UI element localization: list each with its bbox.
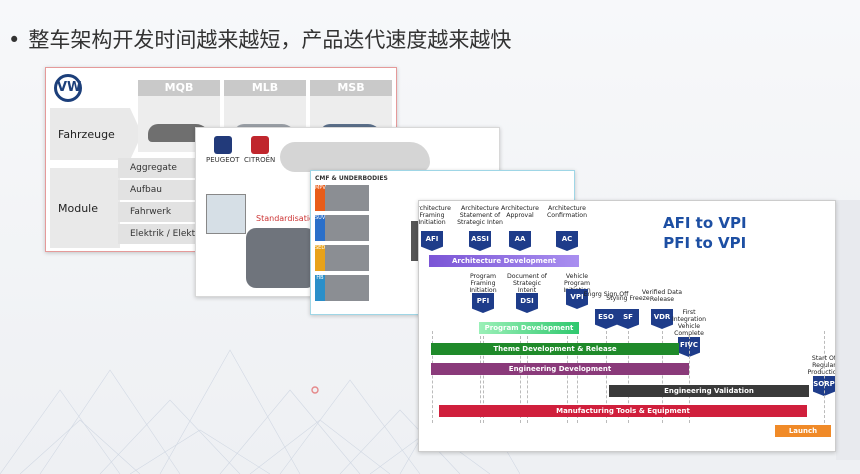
milestone-label: Architecture Statement of Strategic Inte… xyxy=(457,205,503,226)
milestone-badge-ac: AC xyxy=(556,231,578,251)
component-image xyxy=(206,194,246,234)
milestone-gridline xyxy=(824,331,825,423)
segment-label: SED xyxy=(315,245,326,251)
title-line-pfi-vpi: PFI to VPI xyxy=(663,234,747,252)
citroen-logo-icon: CITROËN xyxy=(244,136,275,164)
cmf-title: CMF & UNDERBODIES xyxy=(315,175,388,182)
segment-hb: HB xyxy=(315,275,369,301)
title-line-afi-vpi: AFI to VPI xyxy=(663,214,747,232)
milestone-gridline xyxy=(483,331,484,423)
peugeot-logo-icon: PEUGEOT xyxy=(206,136,239,164)
development-timeline-panel: AFI to VPI PFI to VPI Architecture Frami… xyxy=(418,200,836,452)
phase-bar: Engineering Validation xyxy=(609,385,809,397)
row-label-vehicles: Fahrzeuge xyxy=(50,108,130,160)
phase-bar: Manufacturing Tools & Equipment xyxy=(439,405,807,417)
engine-image xyxy=(246,228,316,288)
milestone-gridline xyxy=(480,331,481,423)
milestone-gridline xyxy=(432,331,433,423)
milestone-badge-eso: ESO xyxy=(595,309,617,329)
milestone-label: Architecture Framing Initiation xyxy=(418,205,451,226)
phase-bar: Program Development xyxy=(479,322,579,334)
milestone-badge-afi: AFI xyxy=(421,231,443,251)
milestone-label: Document of Strategic Intent xyxy=(507,273,547,294)
triangle-pattern-decoration xyxy=(0,349,520,474)
milestone-badge-vdr: VDR xyxy=(651,309,673,329)
headline-text: 整车架构开发时间越来越短，产品迭代速度越来越快 xyxy=(28,28,512,52)
milestone-badge-dsi: DSI xyxy=(516,293,538,313)
phase-bar: Theme Development & Release xyxy=(431,343,679,355)
milestone-label: Engrg Sign Off xyxy=(583,291,629,298)
milestone-gridline xyxy=(606,331,607,423)
phase-bar: Engineering Development xyxy=(431,363,689,375)
milestone-badge-assi: ASSI xyxy=(469,231,491,251)
milestone-gridline xyxy=(628,331,629,423)
milestone-gridline xyxy=(520,331,521,423)
milestone-gridline xyxy=(577,331,578,423)
milestone-badge-vpi: VPI xyxy=(566,289,588,309)
segment-sed: SED xyxy=(315,245,369,271)
segment-label: MPV xyxy=(315,185,326,191)
milestone-label: Architecture Approval xyxy=(501,205,539,219)
slide-headline: • 整车架构开发时间越来越短，产品迭代速度越来越快 xyxy=(8,24,511,54)
segment-mpv: MPV xyxy=(315,185,369,211)
citroen-brand-label: CITROËN xyxy=(244,156,276,164)
phase-bar: Launch xyxy=(775,425,831,437)
phase-bar: Architecture Development xyxy=(429,255,579,267)
milestone-gridline xyxy=(567,331,568,423)
milestone-label: Start Of Regular Production xyxy=(807,355,836,376)
right-edge-strip xyxy=(836,200,860,460)
peugeot-brand-label: PEUGEOT xyxy=(206,156,240,164)
milestone-label: First Integration Vehicle Complete xyxy=(671,309,707,337)
map-image xyxy=(280,142,430,172)
milestone-label: Verified Data Release xyxy=(641,289,683,303)
milestone-gridline xyxy=(689,331,690,423)
milestone-badge-pfi: PFI xyxy=(472,293,494,313)
milestone-label: Styling Freeze xyxy=(606,295,650,302)
platform-title: MLB xyxy=(224,80,306,96)
milestone-label: Architecture Confirmation xyxy=(546,205,588,219)
segment-suv: SUV xyxy=(315,215,369,241)
platform-title: MQB xyxy=(138,80,220,96)
milestone-badge-sf: SF xyxy=(617,309,639,329)
platform-title: MSB xyxy=(310,80,392,96)
milestone-label: Program Framing Initiation xyxy=(469,273,497,294)
milestone-gridline xyxy=(662,331,663,423)
segment-label: SUV xyxy=(315,215,326,221)
standardisation-caption: Standardisation xyxy=(256,214,320,223)
milestone-gridline xyxy=(527,331,528,423)
vw-logo-icon: VW xyxy=(54,74,82,102)
milestone-badge-aa: AA xyxy=(509,231,531,251)
row-label-modules: Module xyxy=(50,168,120,248)
car-image-icon xyxy=(148,124,210,142)
bullet-icon: • xyxy=(8,28,21,52)
timeline-title: AFI to VPI PFI to VPI xyxy=(663,213,747,253)
segment-label: HB xyxy=(316,275,324,281)
